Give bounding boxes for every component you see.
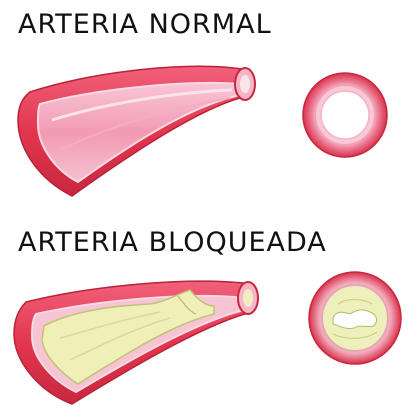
normal-artery-cross-section	[303, 73, 387, 157]
blocked-artery-tube	[14, 281, 258, 404]
normal-artery-tube	[18, 66, 255, 196]
blocked-artery-cross-section	[309, 272, 401, 364]
